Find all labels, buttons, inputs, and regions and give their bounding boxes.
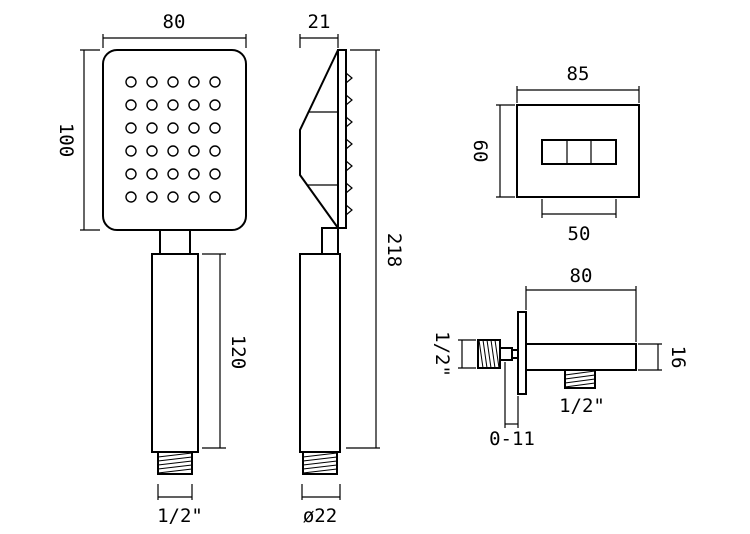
nozzle	[167, 168, 179, 180]
thread-line	[564, 374, 596, 380]
thread-line	[564, 370, 596, 376]
neck	[159, 229, 191, 255]
inlet-stem	[499, 347, 513, 361]
thread-line	[564, 378, 596, 384]
thread-line	[478, 339, 484, 369]
nozzle	[209, 76, 221, 88]
thread-line	[157, 468, 193, 474]
side-handle	[299, 253, 341, 453]
head-profile	[299, 49, 339, 232]
thread-line	[494, 339, 500, 369]
thread-lines	[564, 370, 596, 388]
nozzle	[209, 191, 221, 203]
front-thread-label: 1/2"	[157, 505, 203, 527]
front-height-label: 100	[55, 123, 77, 157]
arm-height-label: 16	[667, 346, 689, 369]
plate-height-label: 60	[469, 140, 491, 163]
thread-line	[302, 456, 338, 462]
thread-line	[157, 460, 193, 466]
thread-line	[490, 339, 496, 369]
head-face-edge	[337, 49, 347, 229]
handle-length-label: 120	[227, 335, 249, 369]
side-nozzle	[345, 204, 353, 216]
nozzle	[188, 76, 200, 88]
nozzle	[209, 99, 221, 111]
nozzle	[167, 191, 179, 203]
thread-line	[482, 339, 488, 369]
nozzle	[167, 99, 179, 111]
plate-inner-width-label: 50	[568, 223, 591, 245]
outlet-thread-label: 1/2"	[559, 395, 605, 417]
nozzle	[188, 145, 200, 157]
side-nozzle	[345, 94, 353, 106]
side-nozzle	[345, 182, 353, 194]
nozzle	[188, 191, 200, 203]
nozzle	[146, 76, 158, 88]
front-width-label: 80	[163, 11, 186, 33]
thread-line	[564, 382, 596, 388]
thread-line	[302, 452, 338, 458]
nozzle	[188, 168, 200, 180]
nozzle	[209, 168, 221, 180]
side-nozzle	[345, 138, 353, 150]
wall-plate-view: 85 60 50	[469, 63, 640, 245]
nozzle	[125, 168, 137, 180]
nozzle	[209, 122, 221, 134]
nozzle	[167, 76, 179, 88]
diameter-label: ø22	[303, 505, 337, 527]
nozzle	[146, 145, 158, 157]
nozzle	[125, 191, 137, 203]
bracket-arm	[525, 343, 637, 371]
nozzle	[188, 122, 200, 134]
bracket-plate	[517, 311, 527, 395]
thread-line	[157, 464, 193, 470]
inlet-thread-label: 1/2"	[431, 331, 453, 377]
nozzle	[167, 145, 179, 157]
nozzle	[125, 76, 137, 88]
outlet-block	[541, 139, 617, 165]
side-nozzle	[345, 160, 353, 172]
adjust-range-label: 0-11	[489, 428, 535, 450]
thread-lines	[157, 452, 193, 474]
total-length-label: 218	[383, 233, 405, 267]
plate-width-label: 85	[567, 63, 590, 85]
nozzle	[167, 122, 179, 134]
thread-line	[302, 468, 338, 474]
nozzle-grid	[125, 76, 221, 203]
nozzle	[146, 168, 158, 180]
wall-bracket-view: 80 16 1/2" 1/2" 0-11	[431, 265, 689, 450]
thread-lines	[478, 339, 500, 369]
nozzle	[209, 145, 221, 157]
nozzle	[125, 122, 137, 134]
thread-line	[486, 339, 492, 369]
handle	[151, 253, 199, 453]
side-view: 21 218 ø22	[299, 11, 405, 527]
side-neck	[321, 227, 339, 255]
thread-line	[157, 452, 193, 458]
nozzle-row	[345, 72, 353, 216]
nozzle	[125, 145, 137, 157]
side-depth-label: 21	[308, 11, 331, 33]
nozzle	[146, 191, 158, 203]
front-view: 80 100 120 1/2"	[55, 11, 249, 527]
nozzle	[188, 99, 200, 111]
thread-line	[157, 456, 193, 462]
thread-line	[302, 464, 338, 470]
side-nozzle	[345, 72, 353, 84]
nozzle	[146, 99, 158, 111]
thread-lines	[302, 452, 338, 474]
arm-length-label: 80	[570, 265, 593, 287]
nozzle	[125, 99, 137, 111]
nozzle	[146, 122, 158, 134]
side-nozzle	[345, 116, 353, 128]
thread-line	[302, 460, 338, 466]
